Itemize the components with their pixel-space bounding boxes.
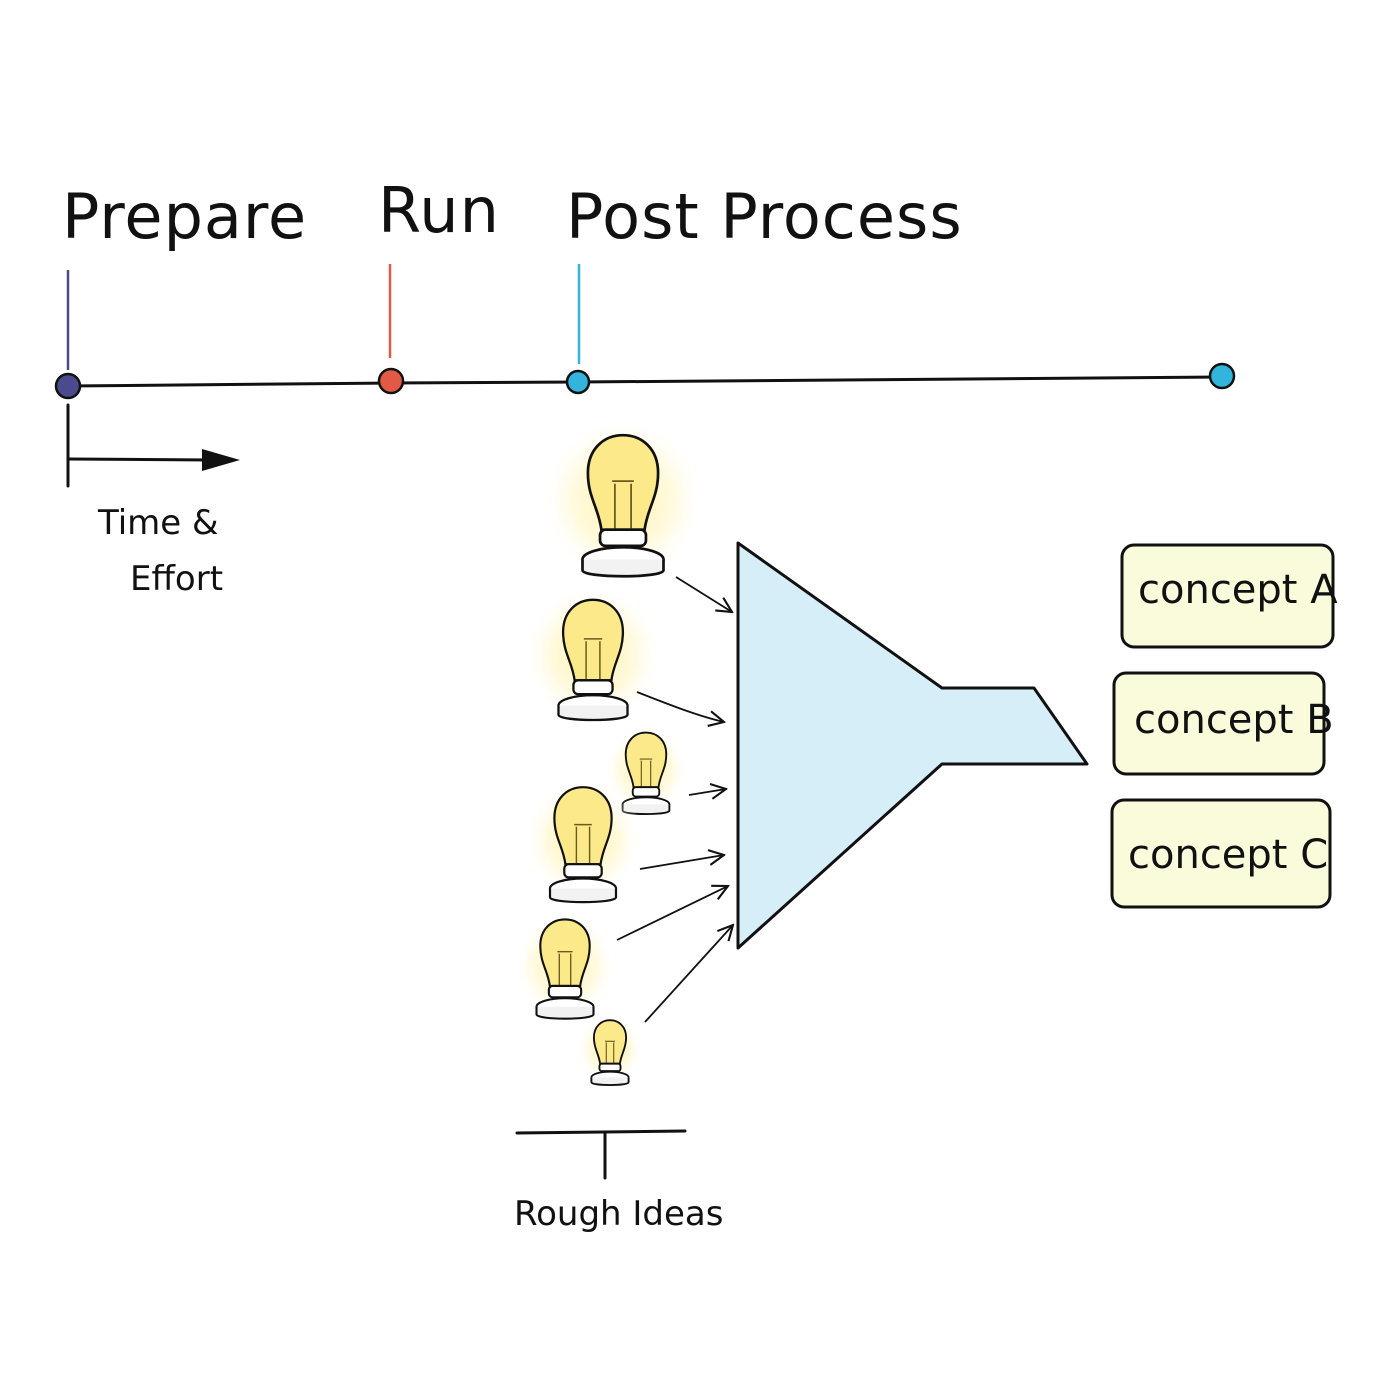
phase-label-post-process: Post Process	[566, 180, 963, 253]
arrow	[639, 855, 724, 870]
lightbulb-icon	[539, 416, 707, 584]
axis-label-time: Time &	[97, 503, 219, 543]
concept-box-c: concept C	[1110, 798, 1332, 909]
arrow	[616, 886, 728, 941]
marker-post-process	[565, 369, 591, 395]
marker-end	[1208, 362, 1236, 390]
axis-label-effort: Effort	[130, 559, 223, 599]
ideas-label: Rough Ideas	[514, 1194, 723, 1234]
legend-arrow-shaft	[66, 457, 212, 462]
lightbulb-icon	[521, 583, 665, 727]
lightbulb-icon	[603, 727, 689, 816]
arrow	[675, 576, 732, 612]
concept-label-c: concept C	[1128, 832, 1328, 878]
ideas-group	[512, 416, 707, 1086]
marker-run	[377, 367, 405, 395]
concept-label-a: concept A	[1138, 567, 1338, 613]
marker-prepare	[54, 372, 82, 400]
ideas-bracket	[515, 1129, 687, 1135]
concept-box-b: concept B	[1112, 671, 1334, 776]
concept-box-a: concept A	[1120, 543, 1338, 649]
arrow	[636, 691, 724, 722]
lightbulb-icon	[575, 1015, 645, 1086]
funnel	[736, 541, 1089, 950]
legend-arrow-head	[202, 449, 240, 471]
arrow	[688, 789, 726, 795]
timeline-axis	[66, 375, 1224, 388]
phase-label-run: Run	[378, 174, 500, 247]
lightbulb-icon	[522, 779, 644, 904]
concept-label-b: concept B	[1134, 697, 1334, 743]
lightbulb-icon	[512, 912, 618, 1020]
timeline: Prepare Run Post Process Time & Effort	[54, 174, 1236, 599]
arrow	[644, 925, 733, 1023]
idea-arrows	[616, 576, 733, 1023]
phase-label-prepare: Prepare	[62, 180, 307, 253]
